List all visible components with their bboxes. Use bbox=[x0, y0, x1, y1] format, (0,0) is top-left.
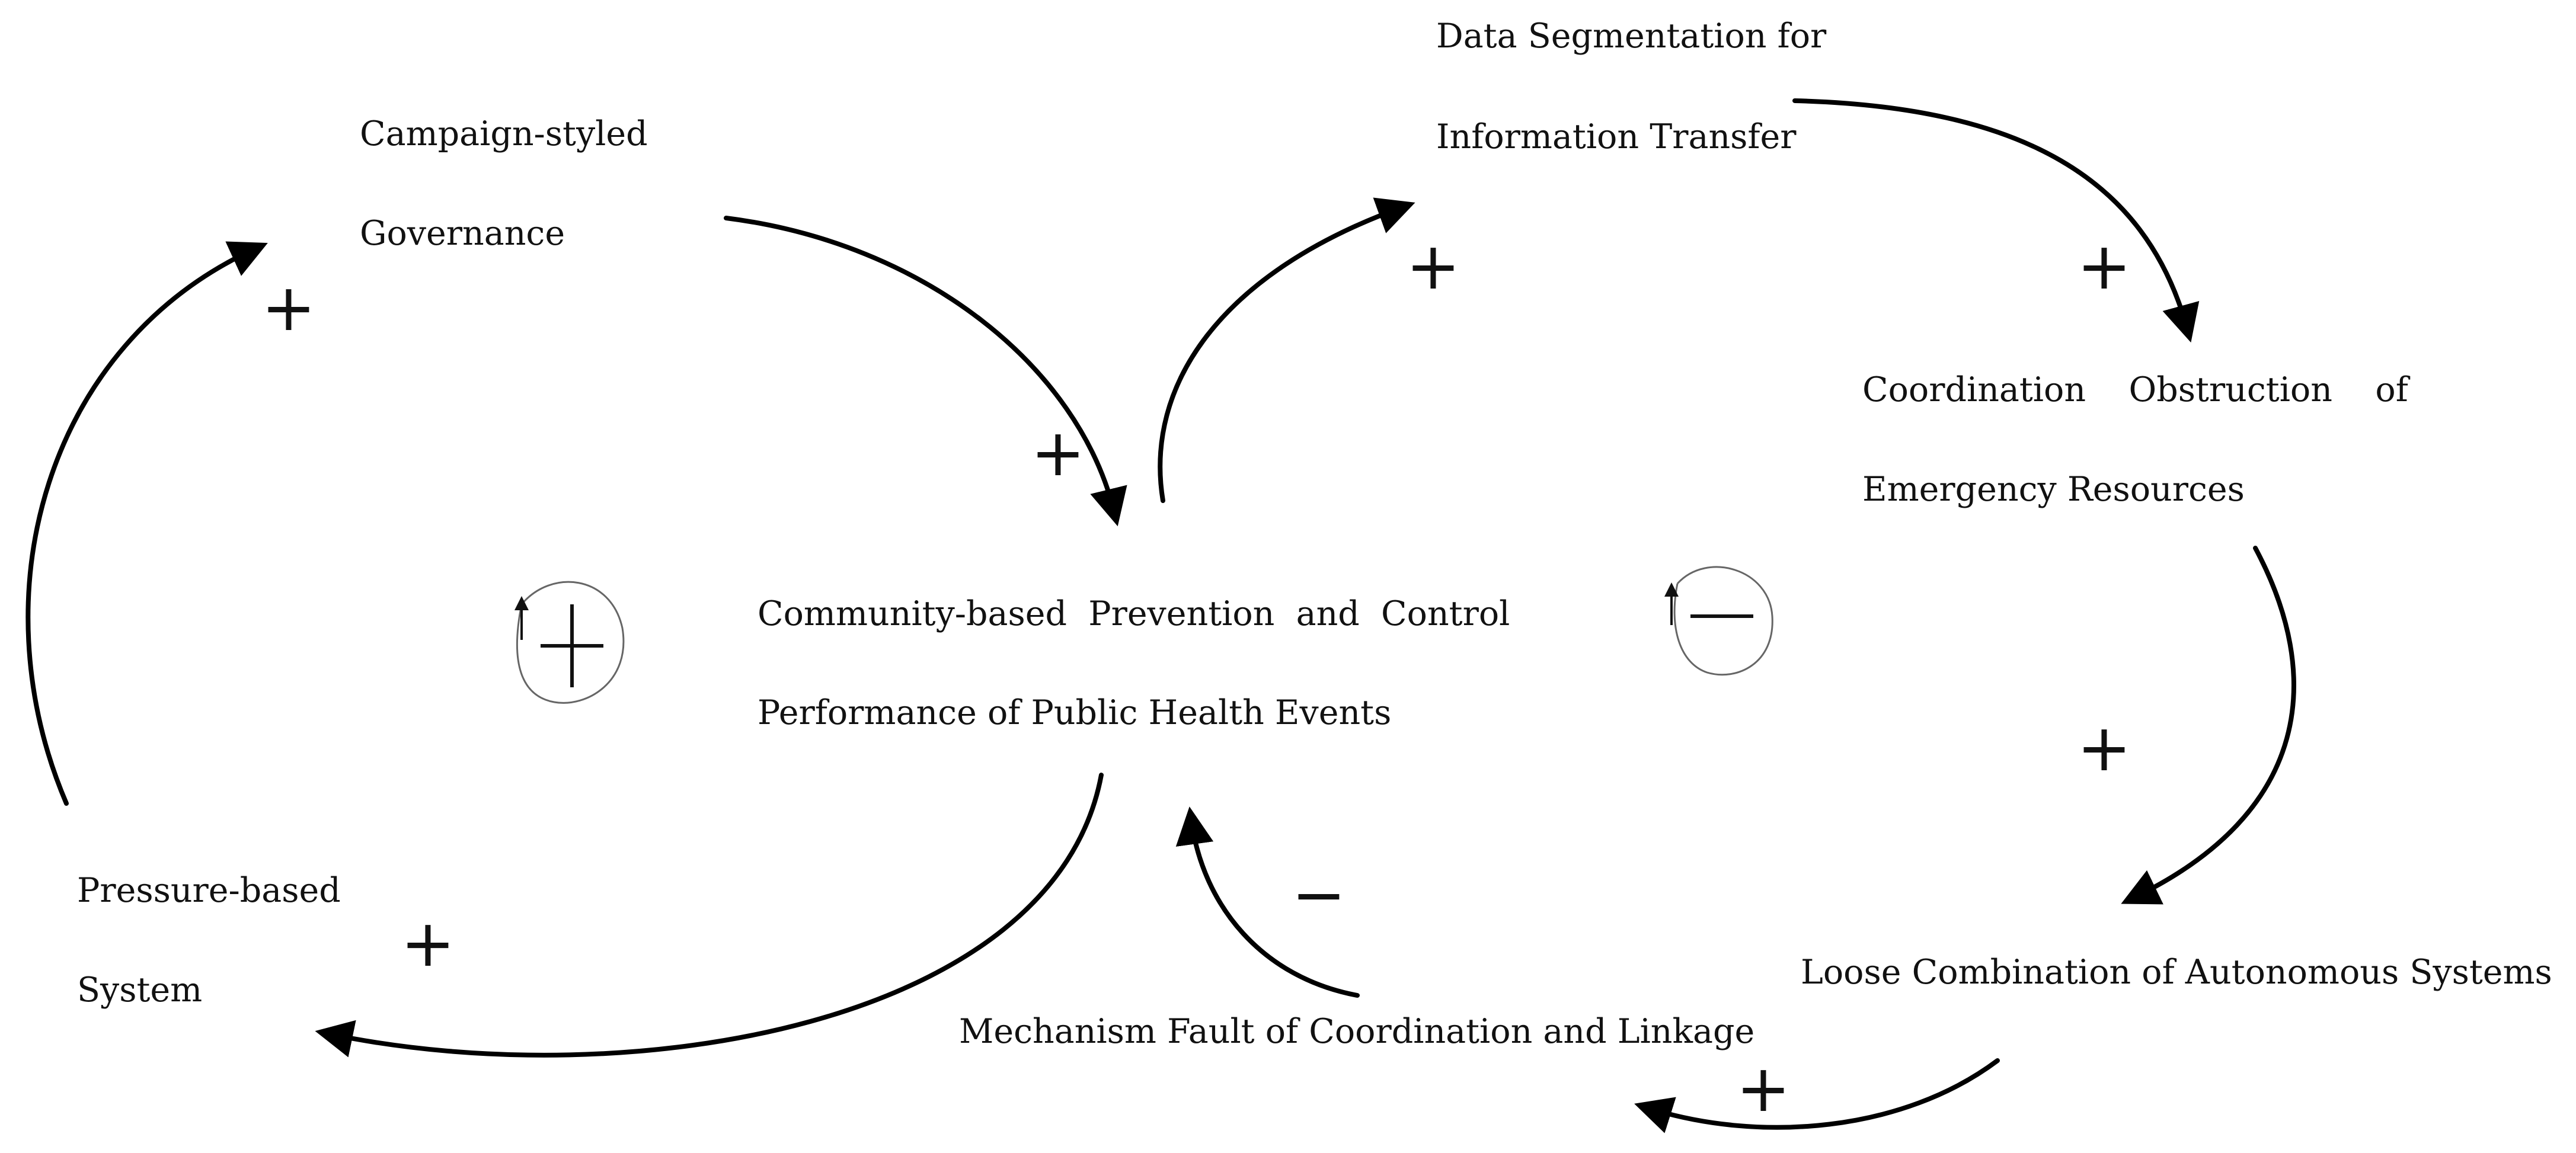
sign-coordination-to-loose: + bbox=[2077, 710, 2131, 786]
node-loose-line1: Loose Combination of Autonomous Systems bbox=[1801, 953, 2552, 992]
arrow-coordination-to-loose bbox=[2121, 546, 2296, 905]
loop-circle-left bbox=[516, 581, 625, 704]
node-data-line2: Information Transfer bbox=[1436, 117, 1797, 156]
node-data-segmentation: Data Segmentation for Information Transf… bbox=[1436, 17, 1827, 156]
arrow-mechanism-to-community bbox=[1175, 806, 1360, 998]
sign-mechanism-to-community: − bbox=[1292, 857, 1346, 933]
node-campaign-line1: Campaign-styled bbox=[360, 114, 648, 153]
arrow-pressure-to-campaign bbox=[25, 241, 268, 806]
node-coordination-line2: Emergency Resources bbox=[1862, 470, 2245, 509]
loop-circle-right bbox=[1673, 566, 1773, 676]
sign-community-to-data: + bbox=[1406, 228, 1460, 304]
node-coordination-line1: Coordination Obstruction of bbox=[1862, 370, 2411, 409]
node-mechanism-fault: Mechanism Fault of Coordination and Link… bbox=[959, 1012, 1754, 1051]
node-data-line1: Data Segmentation for bbox=[1436, 17, 1827, 56]
node-campaign-line2: Governance bbox=[360, 214, 565, 253]
node-pressure-based-system: Pressure-based System bbox=[77, 871, 341, 1010]
node-community-line2: Performance of Public Health Events bbox=[758, 693, 1391, 732]
node-pressure-line1: Pressure-based bbox=[77, 871, 341, 910]
sign-community-to-pressure: + bbox=[401, 905, 455, 981]
node-campaign-styled-governance: Campaign-styled Governance bbox=[360, 114, 648, 253]
loop-indicator-right-negative bbox=[1664, 566, 1773, 676]
arrow-campaign-to-community bbox=[724, 216, 1127, 527]
node-community-line1: Community-based Prevention and Control bbox=[758, 594, 1510, 633]
node-mechanism-line1: Mechanism Fault of Coordination and Link… bbox=[959, 1012, 1754, 1051]
loop-indicator-left-positive bbox=[514, 581, 625, 704]
node-pressure-line2: System bbox=[77, 971, 202, 1010]
arrow-data-to-coordination bbox=[1792, 98, 2200, 343]
sign-pressure-to-campaign: + bbox=[261, 270, 316, 345]
sign-campaign-to-community: + bbox=[1031, 415, 1085, 491]
node-community-based-prevention: Community-based Prevention and Control P… bbox=[758, 594, 1510, 732]
node-coordination-obstruction: Coordination Obstruction of Emergency Re… bbox=[1862, 370, 2411, 509]
arrow-loose-to-mechanism bbox=[1634, 1058, 2000, 1133]
sign-loose-to-mechanism: + bbox=[1736, 1050, 1791, 1126]
sign-data-to-coordination: + bbox=[2077, 228, 2131, 304]
arrow-community-to-data bbox=[1158, 197, 1415, 503]
arrow-community-to-pressure bbox=[315, 773, 1104, 1058]
node-loose-combination: Loose Combination of Autonomous Systems bbox=[1801, 953, 2552, 992]
